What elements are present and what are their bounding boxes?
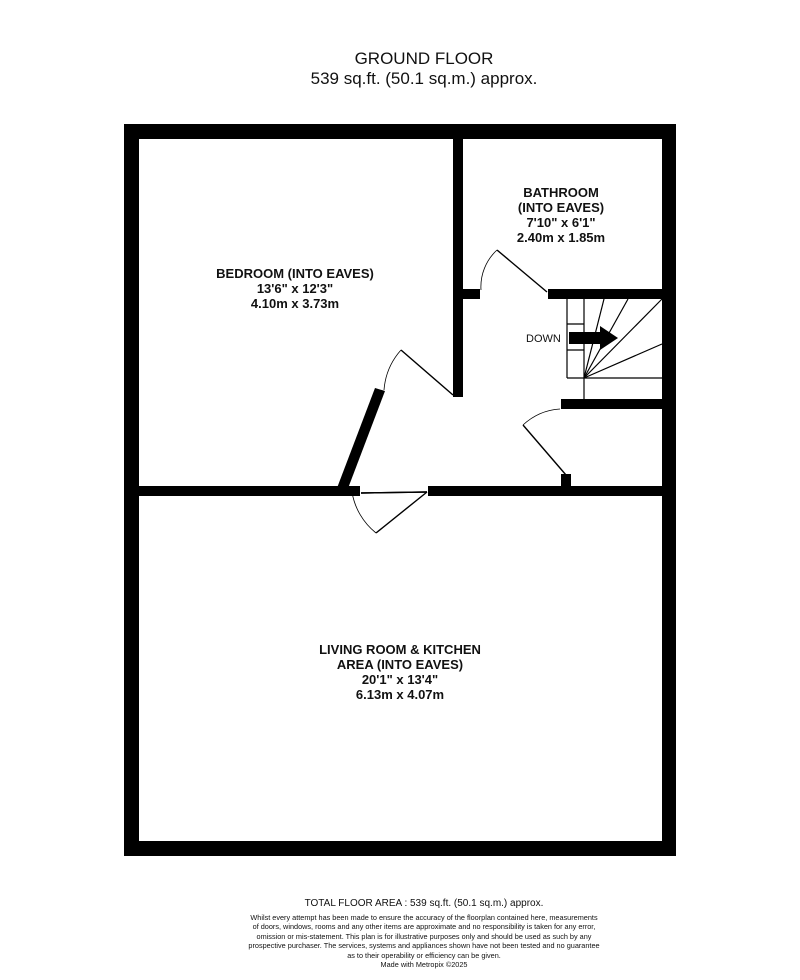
stairs-arrow-icon <box>569 326 618 350</box>
living-imperial: 20'1" x 13'4" <box>362 672 438 687</box>
floor-area: 539 sq.ft. (50.1 sq.m.) approx. <box>310 69 538 88</box>
bedroom-metric: 4.10m x 3.73m <box>251 296 339 311</box>
living-name-2: AREA (INTO EAVES) <box>337 657 463 672</box>
bathroom-imperial: 7'10" x 6'1" <box>526 215 595 230</box>
living-metric: 6.13m x 4.07m <box>356 687 444 702</box>
wall-bedroom-east <box>453 137 463 397</box>
door-bedroom <box>383 349 454 396</box>
wall-left <box>124 124 139 856</box>
wall-stub-2 <box>561 474 571 488</box>
door-bathroom <box>480 249 548 293</box>
door-landing <box>522 408 567 476</box>
wall-stub <box>463 289 480 299</box>
wall-angled <box>337 388 385 491</box>
wall-living-north <box>428 486 663 496</box>
stairs-label: DOWN <box>526 333 561 345</box>
total-floor-area: TOTAL FLOOR AREA : 539 sq.ft. (50.1 sq.m… <box>304 898 544 909</box>
door-living <box>351 491 428 534</box>
room-bathroom-label: BATHROOM (INTO EAVES) 7'10" x 6'1" 2.40m… <box>517 185 605 245</box>
wall-stair-bottom <box>561 399 668 409</box>
disclaimer-line: of doors, windows, rooms and any other i… <box>252 922 596 932</box>
bedroom-imperial: 13'6" x 12'3" <box>257 281 333 296</box>
room-bedroom-label: BEDROOM (INTO EAVES) 13'6" x 12'3" 4.10m… <box>216 266 374 311</box>
disclaimer-line: Whilst every attempt has been made to en… <box>250 913 598 922</box>
credit-line: Made with Metropix ©2025 <box>380 960 468 970</box>
wall-bedroom-south <box>138 486 360 496</box>
disclaimer-line: prospective purchaser. The services, sys… <box>248 941 600 951</box>
living-name: LIVING ROOM & KITCHEN <box>319 642 481 657</box>
wall-bottom <box>124 841 676 856</box>
disclaimer: Whilst every attempt has been made to en… <box>0 913 800 969</box>
wall-right <box>662 124 676 856</box>
disclaimer-line: omission or mis-statement. This plan is … <box>256 931 592 941</box>
disclaimer-line: as to their operability or efficiency ca… <box>347 950 501 960</box>
wall-top <box>124 124 676 139</box>
floor-title: GROUND FLOOR <box>354 49 494 68</box>
staircase <box>566 298 663 399</box>
bedroom-name: BEDROOM (INTO EAVES) <box>216 266 374 281</box>
bathroom-metric: 2.40m x 1.85m <box>517 230 605 245</box>
bathroom-name: BATHROOM <box>523 185 599 200</box>
room-living-label: LIVING ROOM & KITCHEN AREA (INTO EAVES) … <box>319 642 481 702</box>
wall-stair-top <box>548 289 668 299</box>
bathroom-name-2: (INTO EAVES) <box>518 200 604 215</box>
